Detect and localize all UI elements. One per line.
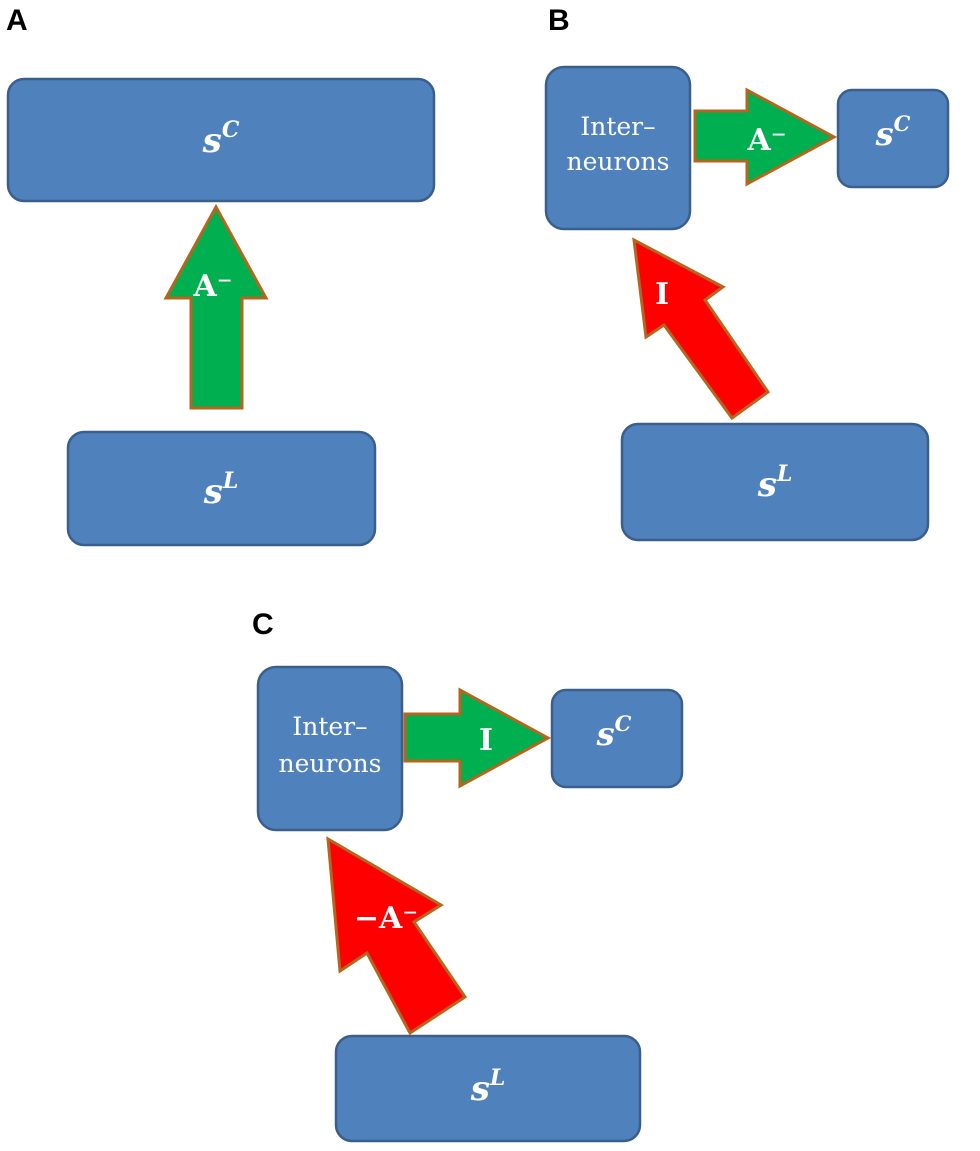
panel-b-sc-box <box>836 88 950 189</box>
panel-c-arrow-diag-label: −A⁻ <box>354 901 418 936</box>
panel-b-interneurons-line2: neurons <box>567 147 670 176</box>
panel-b-arrow-label: A⁻ <box>746 123 786 158</box>
panel-a-label: A <box>6 4 28 37</box>
panel-a: A sC sL A⁻ <box>6 4 436 547</box>
panel-c-interneurons-line1: Inter– <box>292 712 367 741</box>
panel-a-sl-box <box>66 430 377 547</box>
panel-b: B Inter– neurons sC A⁻ sL I <box>544 4 950 542</box>
panel-c-sc-label: sC <box>596 711 632 753</box>
panel-b-inhibitory-arrow <box>632 237 771 421</box>
panel-b-interneurons-box <box>544 65 692 231</box>
panel-c-sc-box <box>550 688 684 789</box>
panel-c-inhibitory-arrow <box>326 836 468 1036</box>
panel-a-sc-label: sC <box>202 117 240 161</box>
panel-b-label: B <box>548 4 570 37</box>
panel-b-sl-label: sL <box>757 461 793 505</box>
panel-b-sc-label: sC <box>875 111 911 153</box>
panel-c-sl-box <box>334 1034 642 1143</box>
panel-b-arrow-diag-label: I <box>655 277 669 312</box>
panel-a-sl-label: sL <box>203 468 239 512</box>
panel-b-excitatory-arrow <box>693 87 838 187</box>
panel-a-arrow-label: A⁻ <box>192 269 232 304</box>
panel-c-interneurons-line2: neurons <box>279 749 382 778</box>
panel-c-interneurons-box <box>256 665 404 832</box>
panel-c-excitatory-arrow <box>403 687 552 789</box>
panel-a-sc-box <box>6 77 436 203</box>
panel-c-arrow-label: I <box>479 723 493 758</box>
panel-c: C Inter– neurons sC I sL −A⁻ <box>252 608 684 1143</box>
panel-b-sl-box <box>620 422 930 542</box>
panel-c-sl-label: sL <box>470 1065 506 1109</box>
panel-a-excitatory-arrow <box>163 203 269 410</box>
panel-c-label: C <box>252 608 274 641</box>
panel-b-interneurons-line1: Inter– <box>580 112 655 141</box>
